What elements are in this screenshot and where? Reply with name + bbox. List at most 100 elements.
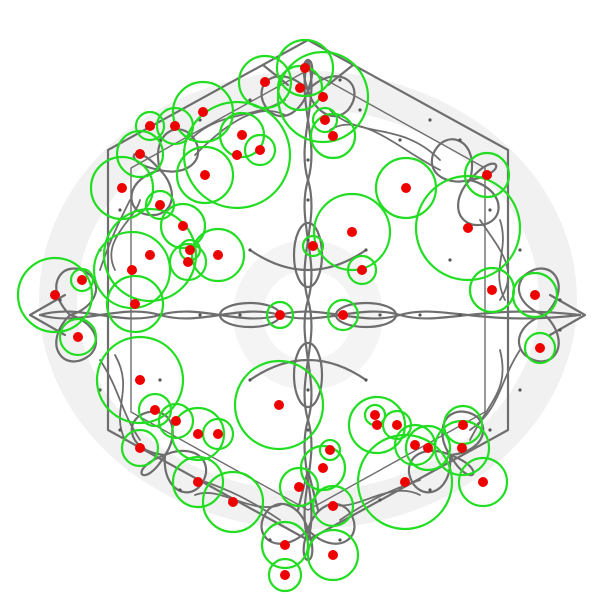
detection-point-35 bbox=[135, 375, 145, 385]
detection-circle-40 bbox=[120, 428, 160, 468]
detection-circle-4 bbox=[276, 50, 370, 144]
detection-point-3 bbox=[295, 83, 305, 93]
detection-point-42 bbox=[372, 420, 382, 430]
detection-point-30 bbox=[487, 285, 497, 295]
detection-point-19 bbox=[127, 265, 137, 275]
detection-point-39 bbox=[213, 429, 223, 439]
detection-circle-57 bbox=[393, 423, 437, 467]
detection-point-14 bbox=[155, 200, 165, 210]
detection-circle-25 bbox=[312, 192, 392, 272]
detection-circle-48 bbox=[457, 456, 509, 508]
detection-point-16 bbox=[145, 250, 155, 260]
detection-point-53 bbox=[328, 501, 338, 511]
detection-point-18 bbox=[213, 250, 223, 260]
detection-point-43 bbox=[392, 420, 402, 430]
detection-point-7 bbox=[237, 130, 247, 140]
detection-point-54 bbox=[280, 540, 290, 550]
detection-point-2 bbox=[300, 63, 310, 73]
detection-circle-38 bbox=[170, 406, 226, 462]
detection-point-25 bbox=[347, 227, 357, 237]
detection-circle-1 bbox=[237, 54, 293, 110]
detection-circle-58 bbox=[311, 106, 339, 134]
detection-circle-54 bbox=[260, 520, 310, 570]
detection-circle-33 bbox=[265, 300, 295, 330]
detection-point-52 bbox=[294, 482, 304, 492]
detection-point-50 bbox=[228, 497, 238, 507]
detection-circle-2 bbox=[275, 38, 335, 98]
detection-point-46 bbox=[457, 443, 467, 453]
detection-point-44 bbox=[423, 443, 433, 453]
detection-circle-6 bbox=[171, 80, 235, 144]
detection-circle-18 bbox=[190, 227, 246, 283]
detection-point-10 bbox=[170, 121, 180, 131]
detection-point-58 bbox=[320, 115, 330, 125]
detection-circle-10 bbox=[155, 106, 195, 146]
detection-point-57 bbox=[410, 440, 420, 450]
detection-circle-23 bbox=[58, 317, 98, 357]
detection-circle-5 bbox=[309, 112, 357, 160]
detection-points bbox=[50, 63, 545, 580]
detection-point-27 bbox=[401, 183, 411, 193]
detection-circles bbox=[16, 38, 559, 593]
detection-point-51 bbox=[318, 463, 328, 473]
detection-circle-37 bbox=[157, 402, 195, 440]
detection-point-6 bbox=[198, 107, 208, 117]
detection-circle-36 bbox=[137, 392, 173, 428]
detection-point-11 bbox=[135, 149, 145, 159]
detection-circle-16 bbox=[102, 207, 198, 303]
detection-point-32 bbox=[535, 343, 545, 353]
detection-circle-42 bbox=[347, 395, 407, 455]
detection-point-5 bbox=[328, 131, 338, 141]
detection-point-15 bbox=[178, 221, 188, 231]
detection-circle-41 bbox=[233, 359, 325, 451]
detection-point-13 bbox=[117, 183, 127, 193]
detection-circle-50 bbox=[201, 470, 265, 534]
detection-point-49 bbox=[193, 477, 203, 487]
detection-circle-9 bbox=[134, 110, 166, 142]
detection-circle-12 bbox=[175, 145, 235, 205]
detection-point-31 bbox=[530, 290, 540, 300]
detection-point-26 bbox=[357, 265, 367, 275]
detection-point-59 bbox=[255, 145, 265, 155]
detection-point-36 bbox=[150, 405, 160, 415]
detection-circle-24 bbox=[301, 234, 325, 258]
detection-circle-35 bbox=[95, 335, 185, 425]
detection-point-8 bbox=[232, 150, 242, 160]
detection-point-21 bbox=[50, 290, 60, 300]
kolam-line-art bbox=[28, 38, 587, 561]
detection-circle-53 bbox=[311, 484, 355, 528]
inner-hexagon bbox=[130, 69, 486, 511]
detection-point-38 bbox=[193, 429, 203, 439]
detection-circle-29 bbox=[414, 174, 522, 282]
detection-circle-11 bbox=[115, 129, 165, 179]
detection-circle-31 bbox=[511, 271, 559, 319]
detection-circle-32 bbox=[523, 331, 557, 365]
detection-circle-15 bbox=[159, 202, 207, 250]
detection-circle-49 bbox=[171, 455, 225, 509]
detection-circle-44 bbox=[404, 424, 452, 472]
detection-circle-21 bbox=[16, 256, 94, 334]
detection-point-61 bbox=[370, 410, 380, 420]
detection-point-22 bbox=[130, 299, 140, 309]
detection-point-24 bbox=[308, 241, 318, 251]
detection-point-17 bbox=[183, 257, 193, 267]
detection-point-9 bbox=[145, 121, 155, 131]
detection-point-37 bbox=[171, 416, 181, 426]
detection-point-40 bbox=[135, 443, 145, 453]
detection-circle-47 bbox=[356, 433, 454, 531]
detection-circle-22 bbox=[105, 274, 165, 334]
detection-point-48 bbox=[478, 477, 488, 487]
detection-circle-26 bbox=[346, 254, 378, 286]
detection-point-45 bbox=[458, 420, 468, 430]
detection-circle-59 bbox=[243, 133, 277, 167]
center-cross bbox=[38, 58, 582, 542]
detection-point-56 bbox=[280, 570, 290, 580]
detection-point-41 bbox=[274, 400, 284, 410]
detection-point-62 bbox=[185, 245, 195, 255]
detection-point-47 bbox=[400, 477, 410, 487]
detection-point-60 bbox=[325, 445, 335, 455]
detection-circle-55 bbox=[306, 528, 360, 582]
detection-circle-34 bbox=[326, 298, 360, 332]
detection-circle-56 bbox=[267, 557, 303, 593]
